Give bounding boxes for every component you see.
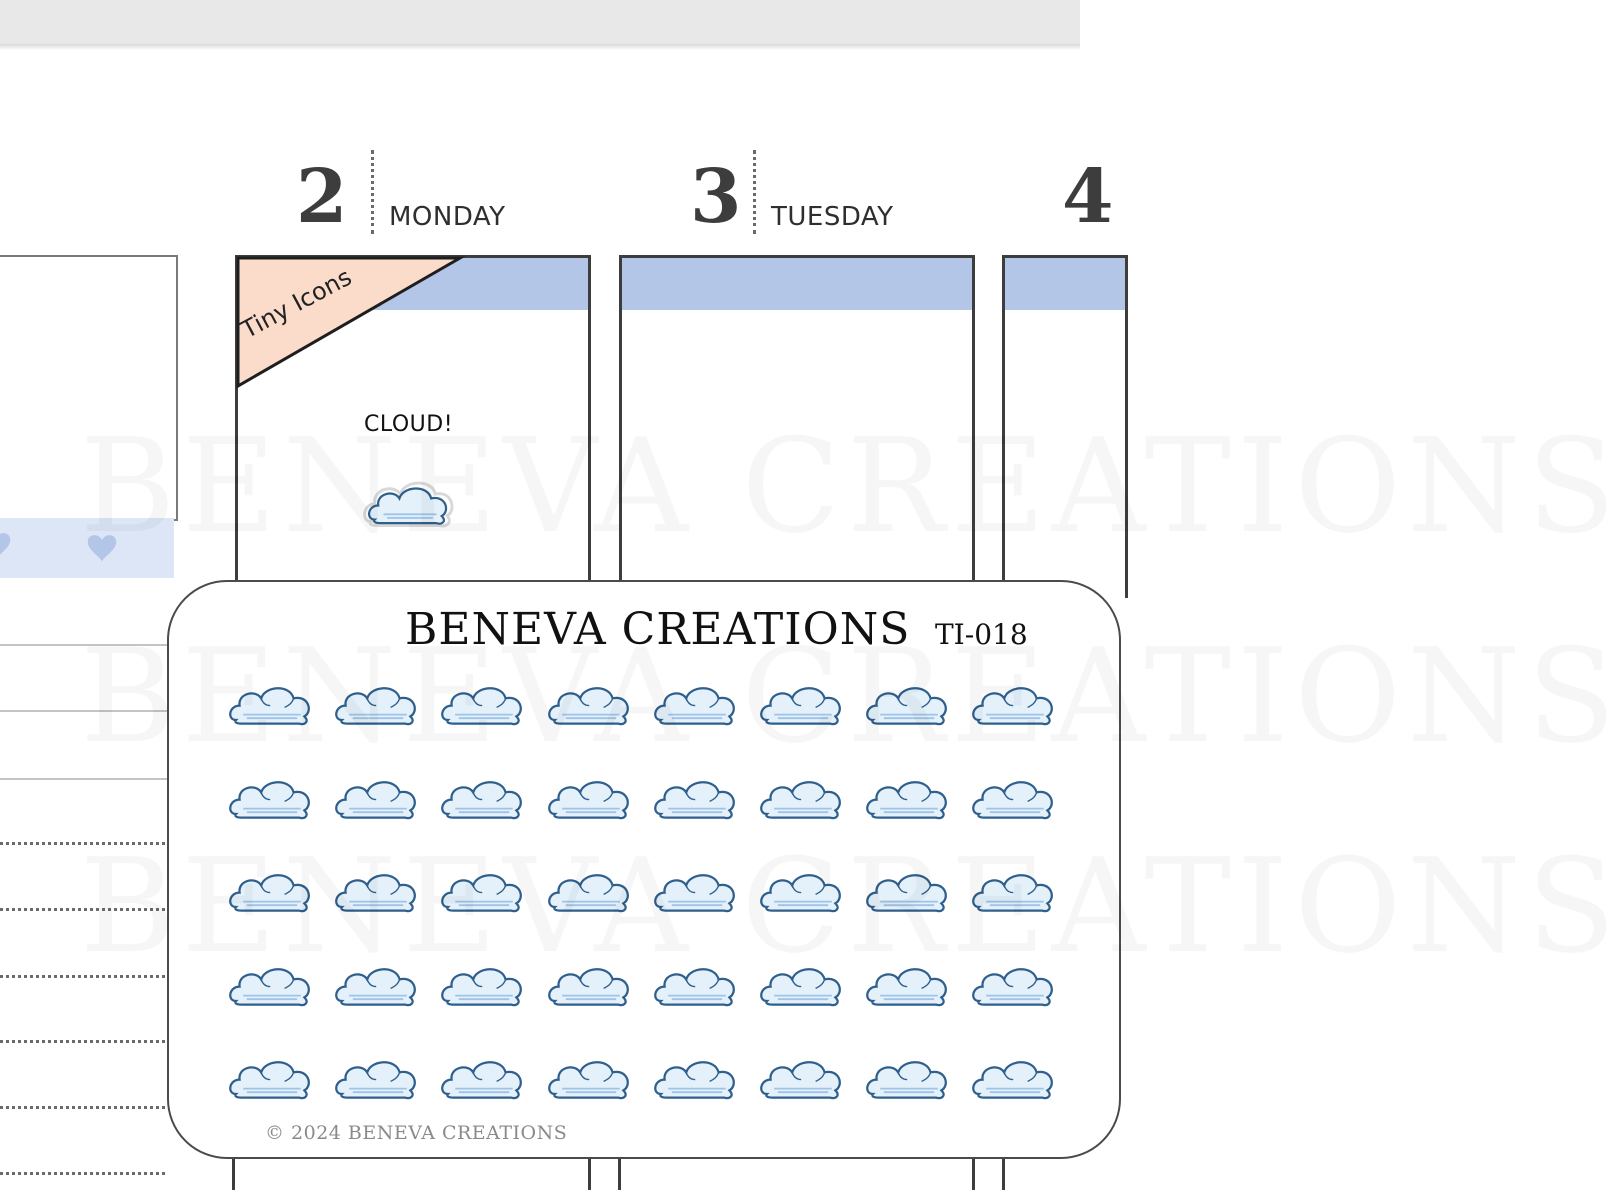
top-band-shadow — [0, 44, 1080, 50]
dotted-line — [0, 908, 165, 911]
sample-caption: CLOUD! — [364, 412, 454, 437]
heart-icon — [0, 533, 11, 555]
cloud-icon — [654, 967, 735, 1006]
dotted-line — [0, 1172, 165, 1175]
day-number: 2 — [296, 154, 348, 240]
day-box-tuesday — [619, 255, 975, 598]
cloud-icon — [547, 687, 629, 726]
cloud-icon — [229, 967, 310, 1006]
column-line — [972, 1150, 975, 1190]
day-box-monday: Tiny Icons CLOUD! — [235, 255, 591, 598]
heart-strip — [0, 518, 174, 578]
day-name: MONDAY — [389, 202, 506, 232]
cloud-icon — [335, 780, 417, 819]
cloud-icon — [654, 874, 735, 913]
dotted-line — [0, 1106, 165, 1109]
cloud-icon — [547, 967, 629, 1006]
column-line — [588, 1150, 591, 1190]
cloud-icon — [972, 967, 1054, 1006]
cloud-icon — [441, 780, 523, 819]
cloud-icon — [760, 967, 841, 1006]
day-header-bar — [1005, 258, 1125, 310]
cloud-icon — [335, 687, 417, 726]
cloud-icon — [335, 967, 417, 1006]
product-code: TI-018 — [935, 618, 1028, 651]
cloud-icon — [547, 1061, 629, 1100]
cloud-icon — [760, 780, 841, 819]
cloud-icon — [972, 687, 1054, 726]
cloud-icon — [229, 687, 310, 726]
cloud-icon — [866, 780, 948, 819]
writing-line — [0, 710, 168, 712]
cloud-icon — [441, 874, 523, 913]
writing-line — [0, 644, 168, 646]
copyright-text: © 2024 BENEVA CREATIONS — [265, 1122, 568, 1144]
cloud-icon — [441, 687, 523, 726]
dotted-line — [0, 975, 165, 978]
cloud-icon — [654, 780, 735, 819]
cloud-icon — [547, 780, 629, 819]
day-number: 4 — [1062, 154, 1114, 240]
cloud-icon — [972, 1061, 1054, 1100]
column-line — [232, 1150, 235, 1190]
dotted-line — [0, 1040, 165, 1043]
day-name: TUESDAY — [771, 202, 894, 232]
sticker-grid — [169, 582, 1119, 1157]
cloud-icon — [441, 967, 523, 1006]
cloud-icon — [547, 874, 629, 913]
brand-title: BENEVA CREATIONS — [405, 604, 911, 655]
cloud-icon — [866, 874, 948, 913]
heart-strip-art — [0, 533, 117, 562]
cloud-icon — [335, 874, 417, 913]
corner-banner — [236, 256, 466, 389]
top-band — [0, 0, 1080, 44]
cloud-icon — [335, 1061, 417, 1100]
cloud-icon — [760, 687, 841, 726]
writing-line — [0, 778, 168, 780]
sample-sticker — [363, 481, 454, 528]
cloud-icon — [866, 1061, 948, 1100]
cloud-icon — [654, 687, 735, 726]
cloud-icon — [866, 967, 948, 1006]
cloud-icon — [972, 874, 1054, 913]
cloud-icon — [760, 1061, 841, 1100]
cloud-icon — [760, 874, 841, 913]
planner-mockup: 2 MONDAY 3 TUESDAY 4 Tiny Icons CLOUD! B… — [0, 0, 1128, 1190]
day-divider — [753, 150, 756, 234]
cloud-icon — [972, 780, 1054, 819]
day-number: 3 — [690, 154, 742, 240]
cloud-icon — [866, 687, 948, 726]
column-line — [618, 1150, 621, 1190]
cloud-icon — [229, 780, 310, 819]
heart-icon — [87, 535, 117, 562]
day-box-next — [1002, 255, 1128, 598]
cloud-icon — [368, 487, 448, 525]
cloud-icon — [441, 1061, 523, 1100]
cloud-icon — [229, 874, 310, 913]
column-line — [1002, 1150, 1005, 1190]
cloud-icon — [229, 1061, 310, 1100]
cloud-icon — [654, 1061, 735, 1100]
sticker-sheet: BENEVA CREATIONS TI-018 © 2024 BENEVA CR… — [167, 580, 1121, 1159]
dotted-line — [0, 842, 165, 845]
left-column-box — [0, 255, 178, 521]
day-divider — [371, 150, 374, 234]
day-header-bar — [622, 258, 972, 310]
